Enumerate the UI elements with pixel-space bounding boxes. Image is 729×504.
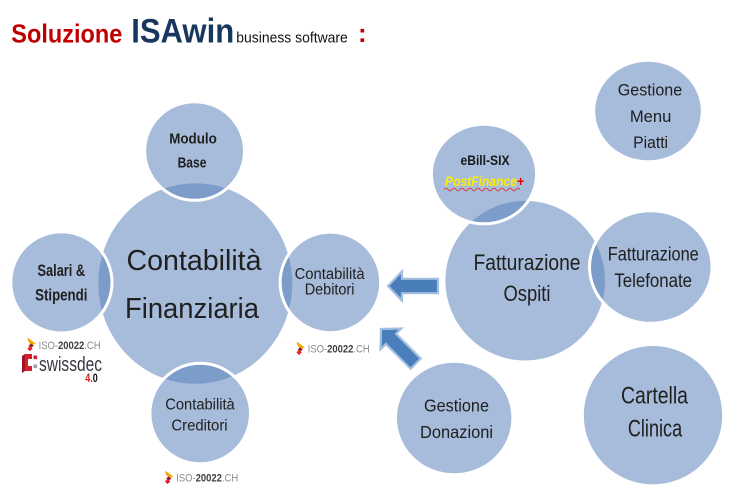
svg-text:Creditori: Creditori (171, 417, 227, 434)
svg-text:Fatturazione: Fatturazione (608, 244, 699, 265)
svg-text:Ospiti: Ospiti (504, 281, 551, 306)
svg-text:Contabilità: Contabilità (127, 245, 263, 277)
svg-text:Gestione: Gestione (424, 395, 489, 415)
svg-text:Soluzione: Soluzione (11, 19, 122, 49)
svg-text:Clinica: Clinica (628, 415, 683, 442)
svg-text:swissdec: swissdec (39, 353, 102, 376)
svg-text:Stipendi: Stipendi (35, 287, 87, 305)
svg-text:ISO-20022.CH: ISO-20022.CH (308, 344, 370, 356)
svg-text:Salari &: Salari & (38, 262, 86, 280)
svg-text:4.0: 4.0 (85, 373, 98, 385)
svg-text:PostFinance+: PostFinance+ (445, 173, 524, 189)
svg-text:business software: business software (236, 30, 347, 47)
svg-text:Cartella: Cartella (621, 382, 689, 409)
svg-text:Gestione: Gestione (618, 81, 682, 100)
svg-text:eBill-SIX: eBill-SIX (461, 152, 511, 168)
svg-text:Telefonate: Telefonate (614, 271, 692, 292)
svg-text:Piatti: Piatti (633, 133, 668, 152)
svg-text:Modulo: Modulo (169, 130, 217, 147)
svg-text:Donazioni: Donazioni (420, 422, 493, 442)
svg-text:ISAwin: ISAwin (131, 13, 234, 51)
svg-text:ISO-20022.CH: ISO-20022.CH (39, 340, 101, 352)
svg-text:Menu: Menu (630, 107, 672, 126)
svg-text:ISO-20022.CH: ISO-20022.CH (176, 473, 238, 485)
svg-text:Contabilità: Contabilità (165, 397, 235, 414)
svg-text:Fatturazione: Fatturazione (474, 250, 581, 275)
svg-text:Debitori: Debitori (305, 282, 355, 299)
svg-text:Base: Base (178, 154, 207, 171)
svg-text::: : (358, 18, 367, 48)
svg-text:Contabilità: Contabilità (295, 266, 365, 283)
svg-text:Finanziaria: Finanziaria (125, 293, 260, 325)
